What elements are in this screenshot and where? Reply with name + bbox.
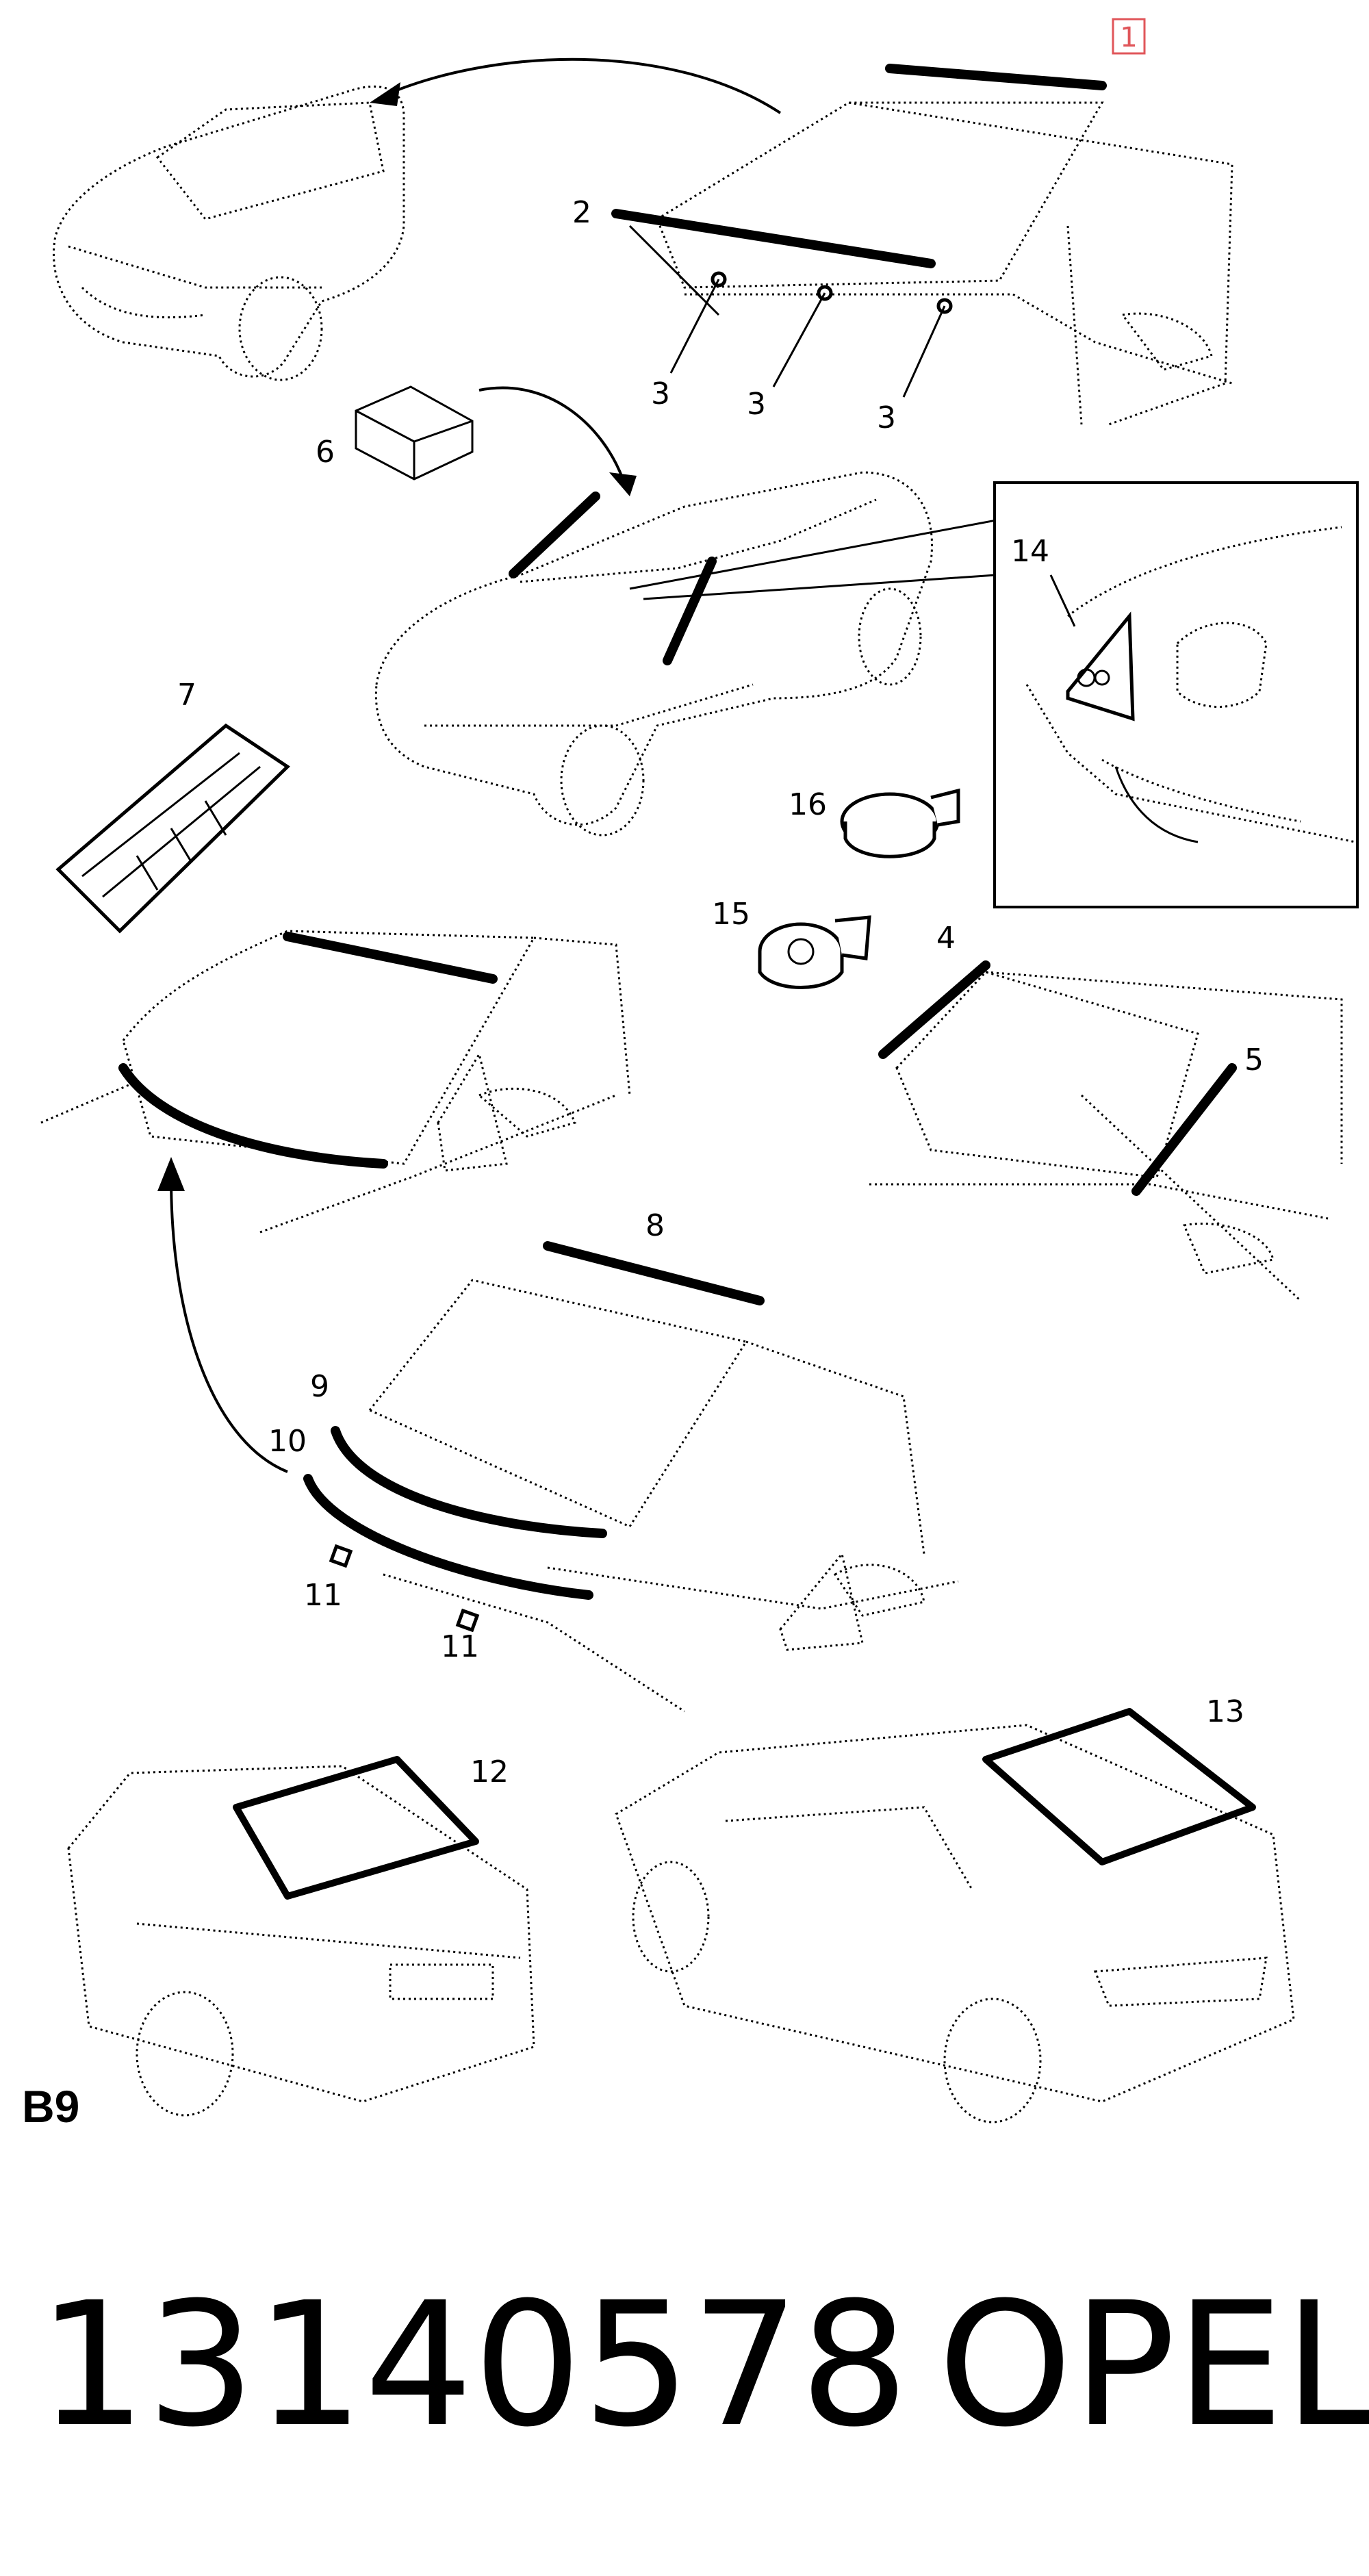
roof-strip-part-8 (543, 1241, 765, 1305)
part-number: 13140578 (38, 2265, 909, 2464)
callout-2: 2 (572, 195, 591, 230)
callout-3c: 3 (877, 400, 896, 435)
callout-9: 9 (310, 1369, 329, 1404)
clip-part-11 (329, 1544, 480, 1633)
bracket-part-7 (55, 723, 290, 934)
detail-box (993, 481, 1359, 908)
callout-1-highlight-box (1112, 18, 1146, 55)
callout-16: 16 (789, 787, 827, 822)
callout-13: 13 (1206, 1694, 1244, 1729)
clip-part-15 (758, 915, 871, 989)
clips-part-3 (628, 225, 953, 398)
arrow-windshield-to-front (383, 58, 782, 114)
callout-7: 7 (177, 678, 196, 713)
roof-seal-left (283, 932, 498, 984)
hatchback-rear-illustration (67, 1765, 535, 2117)
coupe-illustration (615, 1724, 1295, 2124)
callout-8: 8 (645, 1208, 665, 1243)
callout-4: 4 (936, 921, 956, 956)
windshield-lower-seal-left (118, 1063, 388, 1169)
arrow-head (157, 1157, 185, 1191)
arrow-head (370, 82, 400, 106)
convertible-car-illustration (374, 471, 933, 837)
callout-1: 1 (1120, 22, 1137, 53)
callout-15: 15 (712, 897, 750, 932)
callout-5: 5 (1244, 1043, 1264, 1077)
callout-11b: 11 (441, 1629, 479, 1664)
rear-glass-part-13 (982, 1708, 1256, 1865)
pillar-trim-part-5 (1131, 1063, 1237, 1196)
callout-10: 10 (268, 1424, 307, 1459)
callout-12: 12 (470, 1755, 509, 1789)
pillar-trim-part-4 (878, 960, 990, 1059)
arrow-head (609, 472, 637, 496)
arrow-kit-to-convertible (478, 386, 624, 480)
windshield-left-illustration (40, 930, 631, 1234)
roof-strip-part-1 (885, 64, 1107, 90)
kit-part-6 (355, 385, 474, 481)
callout-6: 6 (316, 435, 335, 470)
section-tag: B9 (22, 2081, 79, 2132)
rear-glass-part-12 (233, 1756, 479, 1900)
callout-3b: 3 (747, 387, 766, 422)
car-front-illustration (53, 85, 405, 381)
windshield-right-illustration (869, 971, 1343, 1302)
a-pillar-trim-right (663, 557, 717, 665)
windshield-top-illustration (656, 101, 1233, 426)
brand-name: OPEL (938, 2265, 1369, 2464)
windshield-strip-part-2 (611, 209, 936, 268)
seal-part-9 (331, 1426, 607, 1538)
callout-3a: 3 (651, 377, 670, 411)
mirror-cover-part-14 (1049, 574, 1135, 722)
windshield-lower-illustration (368, 1279, 959, 1713)
a-pillar-trim-left (509, 492, 600, 578)
clip-part-16 (840, 788, 960, 858)
callout-11a: 11 (304, 1578, 342, 1613)
arrow-to-windshield-left (170, 1177, 288, 1473)
callout-14: 14 (1011, 534, 1049, 569)
seal-part-10 (303, 1474, 593, 1600)
detail-leader-line (629, 519, 997, 600)
